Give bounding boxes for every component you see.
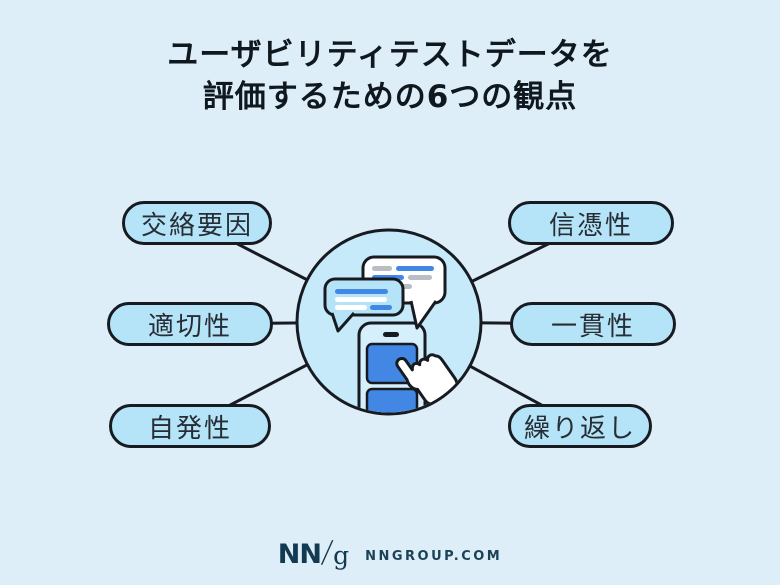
page-title-line2: 評価するための6つの観点 [202,79,578,115]
phone-screen-card-bottom [365,387,419,413]
page-title-line1: ユーザビリティテストデータを [167,37,613,73]
nng-logo-nn: NN [277,539,322,570]
phone-speaker [383,332,399,337]
nng-logo-g: g [333,541,350,570]
pill-credibility: 信憑性 [508,201,674,245]
pill-label: 繰り返し [523,413,636,444]
pill-label: 一貫性 [550,311,635,342]
footer-branding: NN / g NNGROUP.COM [0,535,780,570]
nng-logo-slash: / [319,535,335,570]
pill-consistency: 一貫性 [510,302,676,346]
pill-repetition: 繰り返し [508,404,652,448]
pill-appropriateness: 適切性 [107,302,273,346]
speech-bubble-blue-icon [323,277,405,333]
smartphone-icon [357,321,427,413]
center-illustration [323,255,459,413]
nngroup-url-text: NNGROUP.COM [365,548,503,564]
pill-label: 適切性 [147,311,232,342]
page-title: ユーザビリティテストデータを 評価するための6つの観点 [0,34,780,118]
pointing-hand-icon [395,353,459,406]
nng-logo: NN / g [277,535,350,570]
pill-label: 信憑性 [548,210,633,241]
pill-confounding-factors: 交絡要因 [122,201,272,245]
pill-label: 自発性 [147,413,232,444]
pill-spontaneity: 自発性 [109,404,271,448]
pill-label: 交絡要因 [140,210,253,241]
